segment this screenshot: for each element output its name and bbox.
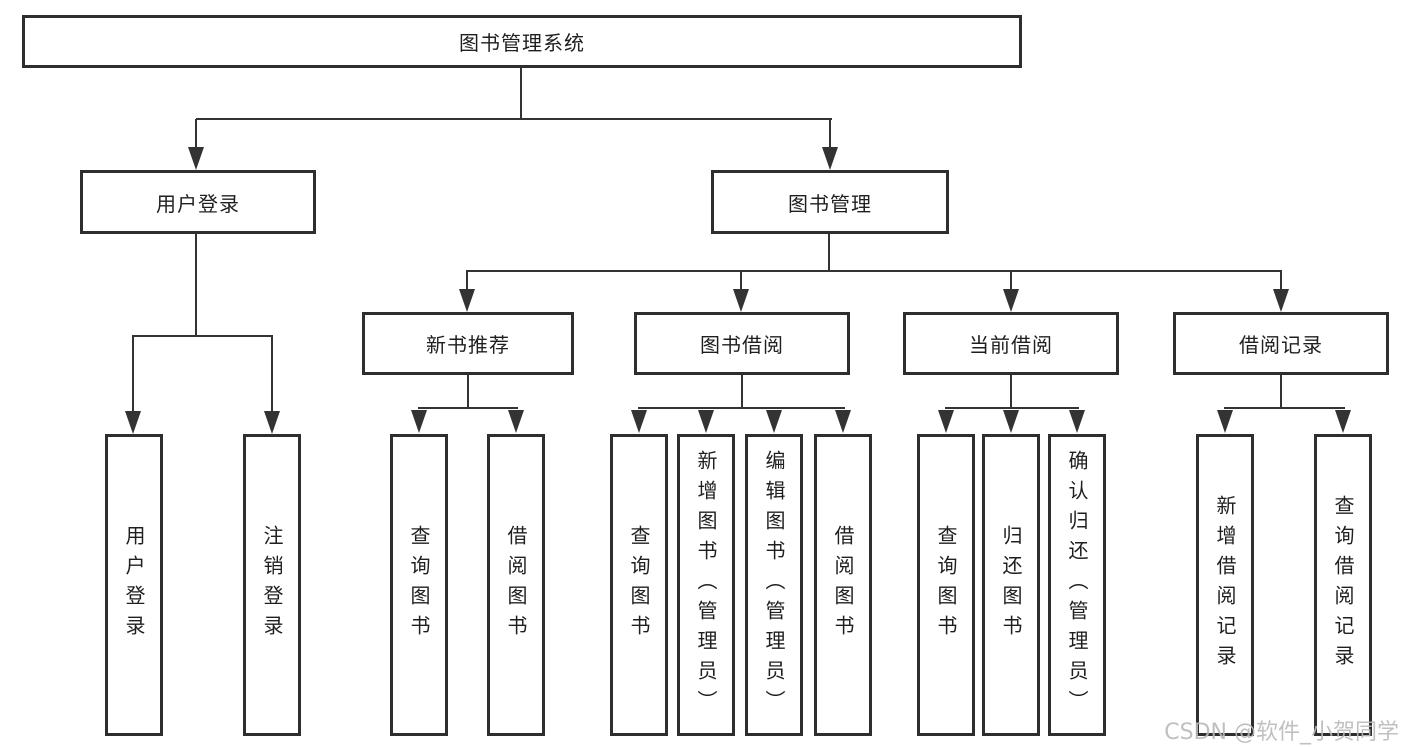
arrowhead-add-book bbox=[698, 410, 714, 433]
node-book-borrow: 图书借阅 bbox=[634, 312, 850, 375]
leaf-return-book: 归还图书 bbox=[982, 434, 1040, 736]
node-current-borrow: 当前借阅 bbox=[903, 312, 1119, 375]
node-root: 图书管理系统 bbox=[22, 15, 1022, 68]
node-borrow-records: 借阅记录 bbox=[1173, 312, 1389, 375]
connector-current-borrow-branch bbox=[945, 407, 1079, 409]
arrowhead-current-borrow bbox=[1003, 289, 1019, 312]
arrowhead-current-query-book bbox=[938, 410, 954, 433]
arrowhead-return-book bbox=[1003, 410, 1019, 433]
leaf-logout-login: 注销登录 bbox=[243, 434, 301, 736]
connector-stem-book-management bbox=[829, 119, 831, 150]
arrowhead-add-record bbox=[1217, 410, 1233, 433]
connector-stem-leaf-user-login bbox=[132, 336, 134, 412]
leaf-current-query-book: 查询图书 bbox=[917, 434, 975, 736]
connector-user-login-branch bbox=[132, 335, 273, 337]
leaf-add-borrow-record: 新增借阅记录 bbox=[1196, 434, 1254, 736]
connector-level3-branch bbox=[466, 270, 1282, 272]
arrowhead-borrow-records bbox=[1273, 289, 1289, 312]
arrowhead-user-login bbox=[188, 147, 204, 170]
connector-book-borrow-branch bbox=[638, 407, 845, 409]
connector-current-borrow-trunk bbox=[1010, 375, 1012, 408]
leaf-add-book-admin: 新增图书（管理员） bbox=[677, 434, 735, 736]
arrowhead-recommend-borrow-book bbox=[508, 410, 524, 433]
arrowhead-book-management bbox=[822, 147, 838, 170]
leaf-user-login: 用户登录 bbox=[105, 434, 163, 736]
leaf-query-borrow-record: 查询借阅记录 bbox=[1314, 434, 1372, 736]
leaf-edit-book-admin: 编辑图书（管理员） bbox=[745, 434, 803, 736]
arrowhead-borrow-book bbox=[835, 410, 851, 433]
arrowhead-book-borrow bbox=[733, 289, 749, 312]
leaf-confirm-return-admin: 确认归还（管理员） bbox=[1048, 434, 1106, 736]
arrowhead-new-book-recommend bbox=[459, 289, 475, 312]
arrowhead-borrow-query-book bbox=[631, 410, 647, 433]
connector-new-book-recommend-trunk bbox=[467, 375, 469, 408]
arrowhead-leaf-logout bbox=[264, 411, 280, 434]
arrowhead-confirm-return bbox=[1069, 410, 1085, 433]
leaf-recommend-borrow-book: 借阅图书 bbox=[487, 434, 545, 736]
arrowhead-query-record bbox=[1335, 410, 1351, 433]
connector-stem-current-borrow bbox=[1010, 271, 1012, 291]
connector-borrow-records-trunk bbox=[1280, 375, 1282, 408]
csdn-watermark: CSDN @软件_小贺同学 bbox=[1164, 720, 1399, 745]
leaf-recommend-query-book: 查询图书 bbox=[390, 434, 448, 736]
connector-stem-book-borrow bbox=[740, 271, 742, 291]
connector-root-trunk bbox=[520, 68, 522, 119]
leaf-borrow-book: 借阅图书 bbox=[814, 434, 872, 736]
connector-book-management-trunk bbox=[828, 234, 830, 271]
connector-borrow-records-branch bbox=[1224, 407, 1345, 409]
connector-level2-branch bbox=[196, 118, 832, 120]
connector-new-book-recommend-branch bbox=[418, 407, 518, 409]
arrowhead-recommend-query-book bbox=[411, 410, 427, 433]
connector-book-borrow-trunk bbox=[741, 375, 743, 408]
arrowhead-edit-book bbox=[766, 410, 782, 433]
node-new-book-recommend: 新书推荐 bbox=[362, 312, 574, 375]
connector-stem-user-login bbox=[195, 119, 197, 150]
connector-stem-borrow-records bbox=[1280, 271, 1282, 291]
node-user-login: 用户登录 bbox=[80, 170, 316, 234]
node-book-management: 图书管理 bbox=[711, 170, 949, 234]
arrowhead-leaf-user-login bbox=[125, 411, 141, 434]
leaf-borrow-query-book: 查询图书 bbox=[610, 434, 668, 736]
connector-stem-new-book-recommend bbox=[466, 271, 468, 291]
connector-user-login-trunk bbox=[195, 234, 197, 336]
connector-stem-leaf-logout bbox=[271, 336, 273, 412]
